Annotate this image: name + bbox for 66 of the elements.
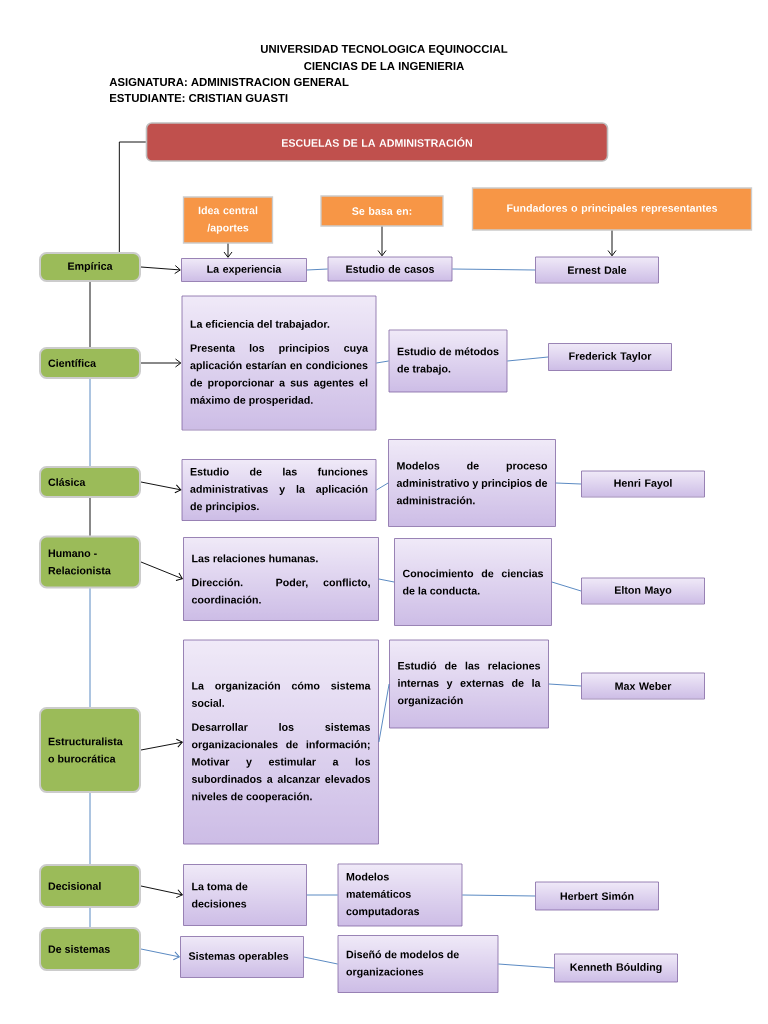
concept-box: La eficiencia del trabajador. Presenta los principios cuya aplicación estarían en condiciones de proporcionar a sus agentes el máximo de prosperidad. — [181, 295, 377, 431]
person-box: Henri Fayol — [581, 470, 705, 498]
connector-line — [378, 578, 395, 583]
connector-line — [118, 141, 147, 253]
person-box: Max Weber — [581, 672, 705, 700]
connector-line — [551, 581, 582, 592]
arrow — [140, 358, 182, 368]
connector-line — [497, 963, 555, 969]
person-box: Elton Mayo — [581, 577, 705, 605]
concept-box: Diseñó de modelos de organizaciones — [337, 935, 499, 993]
header-box: Idea central /aportes — [182, 196, 274, 244]
concept-box: Estudio de casos — [327, 256, 453, 282]
arrow — [140, 738, 183, 751]
arrow — [140, 481, 182, 494]
title-banner: ESCUELAS DE LA ADMINISTRACIÓN — [145, 122, 609, 162]
school-box: Humano - Relacionista — [39, 535, 141, 589]
concept-box: Sistemas operables — [180, 936, 304, 978]
connector-line — [89, 792, 91, 865]
concept-box: Estudió de las relaciones internas y externas de la organización — [389, 639, 549, 729]
connector-line — [461, 894, 536, 897]
header-text: ASIGNATURA: ADMINISTRACION GENERAL — [109, 78, 349, 86]
header-text: UNIVERSIDAD TECNOLOGICA EQUINOCCIAL — [260, 44, 508, 56]
connector-line — [89, 907, 91, 928]
concept-box: Las relaciones humanas. Dirección. Poder, conflicto, coordinación. — [183, 537, 379, 621]
arrow — [140, 948, 180, 961]
school-box: Científica — [39, 347, 141, 379]
header-box: Se basa en: — [320, 195, 444, 227]
concept-box: Modelos matemáticos computadoras — [337, 863, 463, 927]
concept-box: Estudio de métodos de trabajo. — [388, 329, 508, 393]
school-box: De sistemas — [39, 927, 141, 971]
person-box: Ernest Dale — [535, 256, 659, 284]
person-box: Kenneth Bóulding — [554, 953, 678, 983]
concept-box: La experiencia — [181, 258, 307, 282]
connector-line — [375, 360, 390, 364]
school-box: Clásica — [39, 466, 141, 498]
arrow — [140, 265, 181, 274]
connector-line — [89, 281, 91, 348]
concept-box: Conocimiento de ciencias de la conducta. — [394, 538, 552, 626]
concept-box: Modelos de proceso administrativo y principios de administración. — [388, 439, 556, 527]
connector-line — [451, 268, 536, 271]
connector-line — [89, 378, 91, 467]
arrow — [140, 561, 183, 581]
connector-line — [89, 497, 91, 536]
arrow — [607, 230, 617, 257]
connector-line — [303, 956, 339, 965]
arrow — [223, 243, 233, 258]
header-text: ESTUDIANTE: CRISTIAN GUASTI — [110, 94, 288, 102]
arrow — [377, 226, 387, 257]
school-box: Estructuralista o burocrática — [39, 707, 141, 793]
concept-box: La toma de decisiones — [183, 864, 307, 926]
connector-line — [548, 683, 582, 687]
connector-line — [89, 588, 91, 708]
connector-line — [506, 356, 549, 362]
concept-box: Estudio de las funciones administrativas y la aplicación de principios. — [181, 459, 377, 521]
connector-line — [306, 268, 329, 271]
header-box: Fundadores o principales representantes — [471, 187, 753, 231]
connector-line — [306, 894, 339, 896]
person-box: Herbert Simón — [535, 881, 659, 911]
connector-line — [375, 482, 389, 491]
arrow — [140, 885, 183, 899]
person-box: Frederick Taylor — [548, 343, 672, 371]
header-text: CIENCIAS DE LA INGENIERIA — [304, 62, 464, 70]
connector-line — [555, 482, 582, 485]
school-box: Decisional — [39, 864, 141, 908]
school-box: Empírica — [39, 252, 141, 282]
concept-box: La organización cómo sistema social. Desarrollar los sistemas organizacionales de información; Motivar y estimular a los subordinados a alcanzar elevados niveles de cooperación. — [183, 639, 379, 845]
